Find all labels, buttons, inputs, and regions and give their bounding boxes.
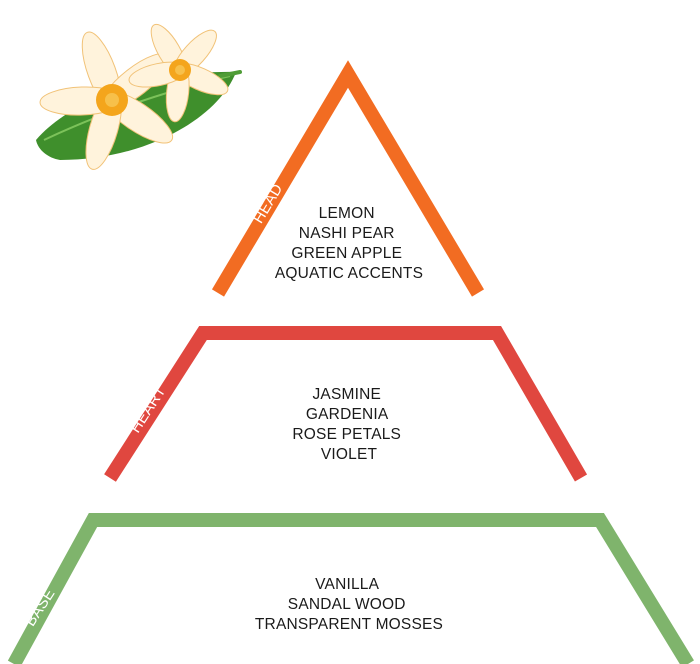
- tier-base-notes: VANILLA SANDAL WOOD TRANSPARENT MOSSES: [255, 576, 443, 633]
- note-sandal-wood: SANDAL WOOD: [288, 596, 406, 613]
- tier-base: BASE VANILLA SANDAL WOOD TRANSPARENT MOS…: [7, 513, 694, 664]
- note-lemon: LEMON: [319, 205, 375, 222]
- note-vanilla: VANILLA: [315, 576, 379, 593]
- frangipani-flower-icon: [36, 23, 242, 170]
- leaf-stem: [218, 70, 242, 78]
- tier-base-outline: [7, 513, 694, 664]
- note-gardenia: GARDENIA: [306, 406, 389, 423]
- tier-heart-notes: JASMINE GARDENIA ROSE PETALS VIOLET: [292, 386, 405, 463]
- tier-head-outline: [211, 60, 485, 297]
- note-jasmine: JASMINE: [312, 386, 381, 403]
- note-nashi-pear: NASHI PEAR: [299, 225, 395, 242]
- tier-head-notes: LEMON NASHI PEAR GREEN APPLE AQUATIC ACC…: [275, 205, 423, 282]
- tier-heart: HEART JASMINE GARDENIA ROSE PETALS VIOLE…: [104, 326, 588, 482]
- note-rose-petals: ROSE PETALS: [292, 426, 401, 443]
- tier-heart-outline: [104, 326, 588, 482]
- tier-head: HEAD LEMON NASHI PEAR GREEN APPLE AQUATI…: [211, 60, 485, 297]
- tier-head-label: HEAD: [250, 181, 287, 227]
- note-transparent-mosses: TRANSPARENT MOSSES: [255, 616, 443, 633]
- flower-back: [128, 23, 229, 123]
- note-green-apple: GREEN APPLE: [291, 245, 402, 262]
- note-violet: VIOLET: [321, 446, 378, 463]
- tier-base-label: BASE: [22, 586, 59, 630]
- note-aquatic-accents: AQUATIC ACCENTS: [275, 265, 423, 282]
